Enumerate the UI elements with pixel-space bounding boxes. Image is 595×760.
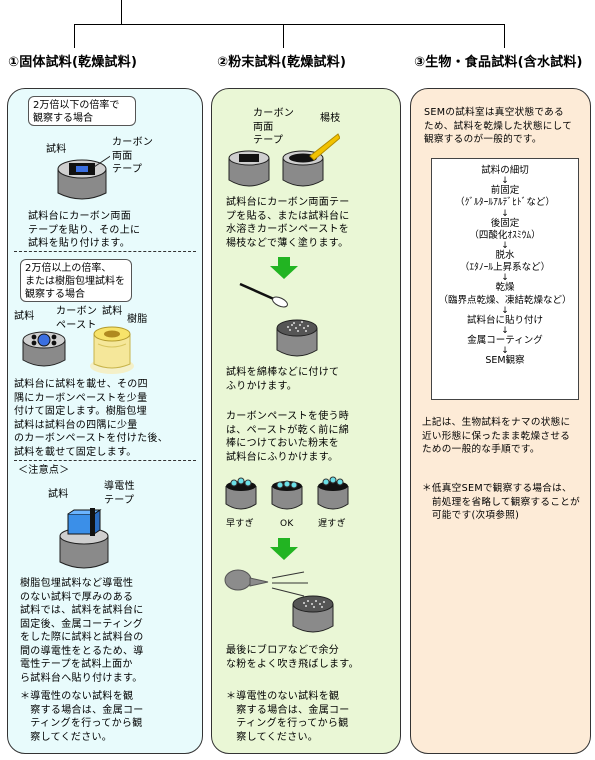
green-down-arrow-2 [270, 538, 298, 560]
solid-note: ＊導電性のない試料を観 察する場合は、金属コー ティングを行ってから観 察してく… [20, 691, 144, 743]
panel-solid [7, 88, 203, 754]
solid-divider-2 [14, 460, 196, 461]
flow-step: 乾燥 （臨界点乾燥、凍結乾燥など） [438, 282, 572, 306]
green-down-arrow-1 [270, 257, 298, 279]
flow-step: 金属コーティング [467, 335, 543, 347]
bio-note: ＊低真空SEMで観察する場合は、 前処理を省略して観察することが 可能です(次項… [422, 483, 581, 521]
stage-with-powder-icon [276, 319, 318, 357]
powder-text3: カーボンペーストを使う時 は、ペーストが乾く前に綿 棒につけておいた粉末を 試料… [226, 411, 350, 463]
bio-text2: 上記は、生物試料をナマの状態に 近い形態に保ったまま乾燥させる ための一般的な手… [422, 417, 571, 455]
solid-caution: ＜注意点＞ [18, 465, 70, 476]
tree-branch-powder [283, 24, 284, 48]
stage-early-icon [225, 477, 257, 510]
flow-step: SEM観察 [485, 355, 525, 367]
flow-down-arrow-icon: ↓ [501, 208, 509, 219]
flow-step: 試料台に貼り付け [466, 314, 543, 326]
header-solid: ①固体試料(乾燥試料) [8, 55, 138, 70]
solid-label-resin: 樹脂 [127, 314, 148, 325]
bio-flow-steps: 試料の細切↓前固定 （ｸﾞﾙﾀｰﾙｱﾙﾃﾞﾋﾄﾞなど）↓後固定 （四酸化ｵｽﾐｳ… [432, 159, 578, 367]
sample-with-conductive-tape-icon [59, 508, 109, 569]
stage-late-icon [317, 476, 349, 510]
sample-stage-with-paste-icon [22, 331, 66, 367]
powder-label-ok: OK [280, 519, 294, 529]
header-powder: ②粉末試料(乾燥試料) [217, 55, 347, 70]
flow-step: 前固定 （ｸﾞﾙﾀｰﾙｱﾙﾃﾞﾋﾄﾞなど） [455, 185, 555, 209]
flow-step: 後固定 （四酸化ｵｽﾐｳﾑ） [469, 217, 541, 241]
tree-vertical-root [121, 0, 122, 24]
powder-label-late: 遅すぎ [318, 519, 346, 529]
stage-ok-icon [271, 480, 303, 510]
cotton-swab-icon [239, 282, 288, 308]
solid-condition-high: 2万倍以上の倍率、 または樹脂包埋試料を 観察する場合 [20, 259, 132, 302]
solid-text1: 試料台にカーボン両面 テープを貼り、その上に 試料を貼り付けます。 [28, 211, 141, 249]
flow-down-arrow-icon: ↓ [501, 346, 509, 357]
flow-down-arrow-icon: ↓ [501, 241, 509, 252]
flow-down-arrow-icon: ↓ [501, 273, 509, 284]
sample-stage-with-tape-icon [57, 155, 110, 200]
solid-condition-low: 2万倍以下の倍率で 観察する場合 [28, 96, 136, 126]
powder-note: ＊導電性のない試料を観 察する場合は、金属コー ティングを行ってから観 察してく… [226, 691, 350, 743]
powder-text2: 試料を綿棒などに付けて ふりかけます。 [226, 367, 340, 392]
solid-label-paste: カーボン ペースト [56, 306, 98, 331]
flow-down-arrow-icon: ↓ [501, 176, 509, 187]
solid-label-sample4: 試料 [48, 489, 69, 500]
resin-embedded-sample-icon [90, 326, 134, 374]
header-bio: ③生物・食品試料(含水試料) [414, 55, 583, 70]
solid-label-sample: 試料 [46, 144, 67, 155]
powder-text1: 試料台にカーボン両面テー プを貼る、または試料台に 水溶きカーボンペーストを 楊… [226, 197, 350, 249]
stage-with-toothpick-icon [282, 133, 340, 187]
tree-horizontal [74, 24, 505, 25]
tree-branch-bio [504, 24, 505, 48]
solid-label-sample3: 試料 [102, 306, 123, 317]
panel-powder [211, 88, 401, 754]
tree-branch-solid [74, 24, 75, 48]
powder-text4: 最後にブロアなどで余分 な粉をよく吹き飛ばします。 [226, 645, 359, 670]
flow-step: 試料の細切 [481, 165, 529, 176]
flow-step: 脱水 （ｴﾀﾉｰﾙ上昇系など） [459, 250, 551, 274]
solid-label-cond-tape: 導電性 テープ [104, 481, 135, 506]
bio-intro: SEMの試料室は真空状態である ため、試料を乾燥した状態にして 観察するのが一般… [424, 107, 573, 145]
bio-flowchart: 試料の細切↓前固定 （ｸﾞﾙﾀｰﾙｱﾙﾃﾞﾋﾄﾞなど）↓後固定 （四酸化ｵｽﾐｳ… [431, 158, 579, 400]
solid-text2: 試料台に試料を載せ、その四 隅にカーボンペーストを少量 付けて固定します。樹脂包… [14, 379, 168, 458]
powder-label-early: 早すぎ [226, 519, 254, 529]
blower-icon [224, 569, 308, 597]
solid-text3: 樹脂包埋試料など導電性 のない試料で厚みのある 試料では、試料を試料台に 固定後… [20, 578, 144, 684]
stage-clean-powder-icon [292, 595, 334, 633]
solid-label-tape: カーボン 両面 テープ [112, 137, 154, 175]
stage-with-tape-icon [228, 150, 270, 187]
flow-down-arrow-icon: ↓ [501, 326, 509, 337]
solid-divider-1 [14, 251, 196, 252]
powder-label-stick: 楊枝 [320, 113, 341, 124]
powder-label-tape: カーボン 両面 テープ [253, 108, 295, 146]
solid-label-sample2: 試料 [14, 311, 35, 322]
flow-down-arrow-icon: ↓ [501, 305, 509, 316]
